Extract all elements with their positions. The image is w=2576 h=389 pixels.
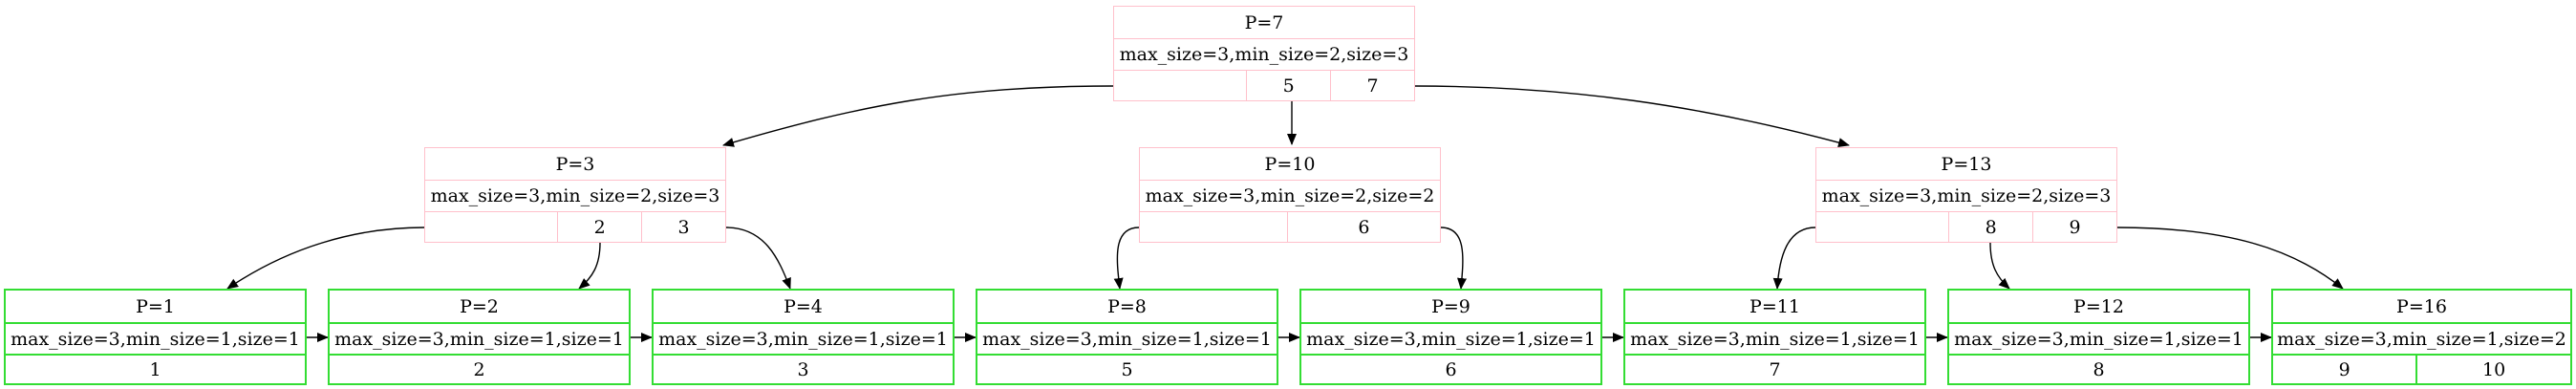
node-p10: P=10 max_size=3,min_size=2,size=2 6 bbox=[1139, 147, 1441, 243]
key-cell: 5 bbox=[1121, 358, 1133, 380]
node-p4: P=4 max_size=3,min_size=1,size=1 3 bbox=[652, 289, 955, 385]
key-cell bbox=[1816, 212, 1948, 242]
key-cell bbox=[1114, 71, 1246, 100]
node-title: P=1 bbox=[136, 295, 175, 317]
node-title: P=13 bbox=[1941, 153, 1992, 175]
node-p9: P=9 max_size=3,min_size=1,size=1 6 bbox=[1299, 289, 1602, 385]
key-cell: 1 bbox=[149, 358, 161, 380]
edge-p3-p2 bbox=[578, 242, 601, 290]
node-info: max_size=3,min_size=1,size=1 bbox=[654, 322, 953, 354]
edge-p13-p11 bbox=[1772, 227, 1816, 290]
node-p8: P=8 max_size=3,min_size=1,size=1 5 bbox=[976, 289, 1278, 385]
node-title: P=4 bbox=[784, 295, 823, 317]
key-cell: 7 bbox=[1330, 71, 1414, 100]
node-title: P=11 bbox=[1750, 295, 1800, 317]
node-p12: P=12 max_size=3,min_size=1,size=1 8 bbox=[1947, 289, 2250, 385]
node-title: P=10 bbox=[1264, 153, 1316, 175]
key-cell: 6 bbox=[1445, 358, 1457, 380]
node-info: max_size=3,min_size=1,size=1 bbox=[6, 322, 305, 354]
node-keys: 1 bbox=[6, 354, 305, 383]
key-cell: 9 bbox=[2338, 358, 2351, 380]
node-p16: P=16 max_size=3,min_size=1,size=2 9 10 bbox=[2271, 289, 2572, 385]
node-info: max_size=3,min_size=1,size=1 bbox=[1625, 322, 1924, 354]
node-p2: P=2 max_size=3,min_size=1,size=1 2 bbox=[328, 289, 631, 385]
node-keys: 9 10 bbox=[2273, 354, 2570, 383]
node-p7: P=7 max_size=3,min_size=2,size=3 5 7 bbox=[1113, 6, 1415, 101]
edge-p7-p3 bbox=[722, 85, 1114, 147]
node-info: max_size=3,min_size=2,size=3 bbox=[425, 180, 725, 211]
edge-p13-p16 bbox=[2116, 227, 2344, 290]
key-cell: 2 bbox=[557, 212, 641, 242]
edge-p3-p1 bbox=[226, 227, 425, 290]
node-p13: P=13 max_size=3,min_size=2,size=3 8 9 bbox=[1815, 147, 2117, 243]
node-title: P=8 bbox=[1107, 295, 1147, 317]
node-info: max_size=3,min_size=2,size=2 bbox=[1140, 180, 1440, 211]
node-keys: 2 3 bbox=[425, 211, 725, 242]
node-info: max_size=3,min_size=2,size=3 bbox=[1114, 38, 1414, 70]
node-title: P=9 bbox=[1431, 295, 1470, 317]
key-cell bbox=[425, 212, 557, 242]
node-p3: P=3 max_size=3,min_size=2,size=3 2 3 bbox=[424, 147, 726, 243]
node-keys: 8 9 bbox=[1816, 211, 2116, 242]
key-cell: 3 bbox=[641, 212, 725, 242]
edge-p10-p8 bbox=[1113, 227, 1140, 290]
node-title: P=7 bbox=[1244, 11, 1284, 33]
key-cell: 5 bbox=[1246, 71, 1330, 100]
node-keys: 5 7 bbox=[1114, 70, 1414, 100]
key-cell: 9 bbox=[2032, 212, 2116, 242]
edge-p13-p12 bbox=[1989, 242, 2010, 290]
node-p1: P=1 max_size=3,min_size=1,size=1 1 bbox=[4, 289, 307, 385]
key-cell: 8 bbox=[2093, 358, 2105, 380]
node-info: max_size=3,min_size=1,size=1 bbox=[330, 322, 629, 354]
node-keys: 5 bbox=[977, 354, 1277, 383]
node-title: P=2 bbox=[460, 295, 499, 317]
key-cell bbox=[1140, 212, 1287, 242]
node-info: max_size=3,min_size=1,size=1 bbox=[1949, 322, 2248, 354]
key-cell: 8 bbox=[1948, 212, 2032, 242]
node-keys: 3 bbox=[654, 354, 953, 383]
edge-p10-p9 bbox=[1440, 227, 1468, 290]
node-p11: P=11 max_size=3,min_size=1,size=1 7 bbox=[1623, 289, 1926, 385]
key-cell: 6 bbox=[1286, 212, 1440, 242]
node-info: max_size=3,min_size=1,size=1 bbox=[1301, 322, 1600, 354]
key-cell: 10 bbox=[2415, 356, 2570, 383]
node-keys: 7 bbox=[1625, 354, 1924, 383]
key-cell: 2 bbox=[473, 358, 485, 380]
node-keys: 6 bbox=[1301, 354, 1600, 383]
node-keys: 8 bbox=[1949, 354, 2248, 383]
node-title: P=3 bbox=[555, 153, 595, 175]
edge-p3-p4 bbox=[725, 227, 791, 290]
node-info: max_size=3,min_size=1,size=2 bbox=[2273, 322, 2570, 354]
node-info: max_size=3,min_size=2,size=3 bbox=[1816, 180, 2116, 211]
node-title: P=16 bbox=[2396, 295, 2447, 317]
key-cell: 7 bbox=[1769, 358, 1781, 380]
node-title: P=12 bbox=[2073, 295, 2124, 317]
node-keys: 2 bbox=[330, 354, 629, 383]
node-info: max_size=3,min_size=1,size=1 bbox=[977, 322, 1277, 354]
key-cell: 3 bbox=[797, 358, 809, 380]
node-keys: 6 bbox=[1140, 211, 1440, 242]
edge-p7-p13 bbox=[1413, 85, 1850, 147]
